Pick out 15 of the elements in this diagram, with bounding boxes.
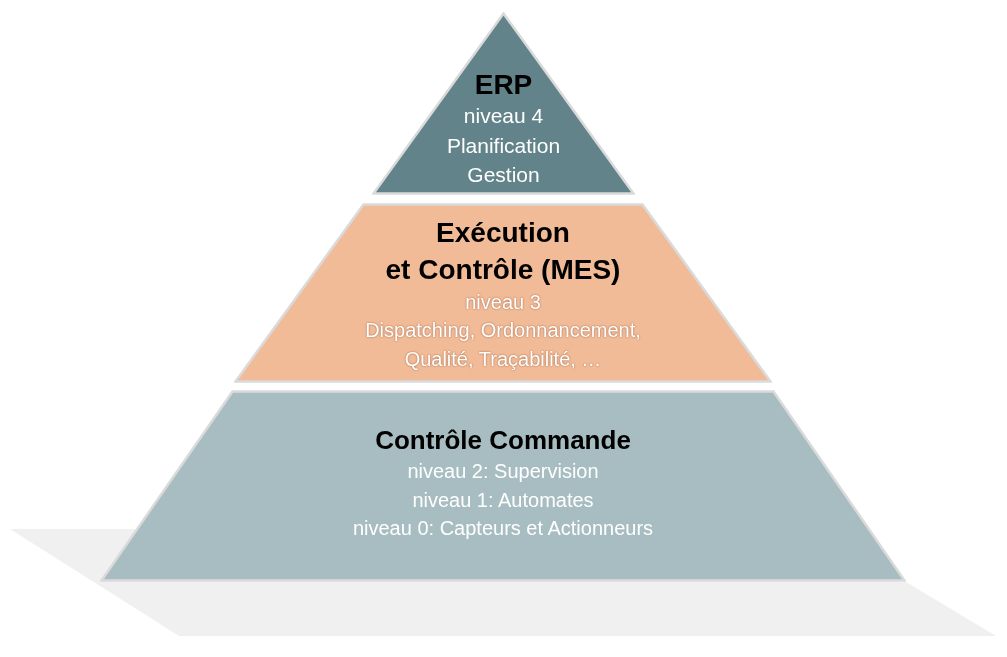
triangle-tier xyxy=(372,12,635,195)
level-title: Contrôle Commande xyxy=(375,424,631,457)
level-description: niveau 0: Capteurs et Actionneurs xyxy=(352,516,654,541)
level-description: niveau 2: Supervision xyxy=(407,459,599,484)
level-title: Exécution xyxy=(436,215,570,250)
level-title: et Contrôle (MES) xyxy=(385,252,621,287)
level-description: niveau 4 xyxy=(463,103,544,129)
level-description: niveau 1: Automates xyxy=(412,487,594,513)
level-description: Dispatching, Ordonnancement, Qualité, Traçabilité, … xyxy=(364,318,642,372)
level-description: Planification xyxy=(446,132,561,159)
trapezoid-tier xyxy=(100,390,906,582)
level-title: ERP xyxy=(474,69,533,101)
level-description: niveau 3 xyxy=(465,289,541,315)
trapezoid-tier xyxy=(234,203,772,383)
level-description: Gestion xyxy=(467,162,540,188)
